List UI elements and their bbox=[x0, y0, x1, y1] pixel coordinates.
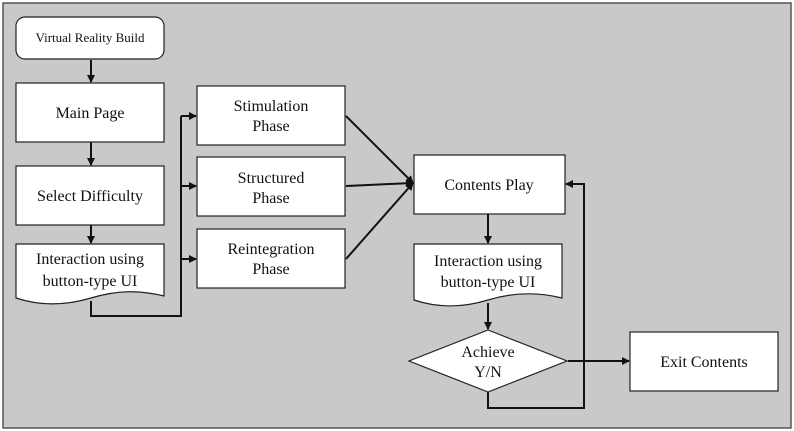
node-select-difficulty: Select Difficulty bbox=[15, 165, 165, 226]
node-exit-contents: Exit Contents bbox=[629, 331, 779, 392]
connectors bbox=[87, 60, 630, 409]
node-interaction-right-line2: button-type UI bbox=[441, 274, 536, 291]
connector-achieve-loop-back bbox=[487, 180, 585, 409]
node-virtual-reality-build: Virtual Reality Build bbox=[15, 16, 165, 60]
connector-structured-to-contents bbox=[345, 179, 414, 188]
node-interaction-right-line1: Interaction using bbox=[434, 253, 542, 270]
node-main-page: Main Page bbox=[15, 82, 165, 143]
node-select-difficulty-label: Select Difficulty bbox=[37, 188, 143, 205]
node-exit-contents-label: Exit Contents bbox=[660, 354, 748, 371]
node-structured-phase-line1: Structured bbox=[238, 170, 305, 187]
node-contents-play-label: Contents Play bbox=[444, 177, 533, 194]
node-reintegration-phase-line1: Reintegration bbox=[227, 241, 314, 258]
node-achieve-decision: Achieve Y/N bbox=[407, 329, 569, 393]
connector-interaction-to-phases bbox=[90, 116, 182, 317]
connector-reintegration-to-contents bbox=[345, 182, 414, 260]
node-stimulation-phase-line2: Phase bbox=[252, 118, 289, 135]
node-reintegration-phase: Reintegration Phase bbox=[196, 228, 346, 289]
node-structured-phase-line2: Phase bbox=[252, 190, 289, 207]
node-interaction-right: Interaction using button-type UI bbox=[413, 243, 563, 307]
node-interaction-left-line1: Interaction using bbox=[36, 251, 144, 268]
node-stimulation-phase: Stimulation Phase bbox=[196, 85, 346, 146]
node-contents-play: Contents Play bbox=[413, 154, 566, 215]
node-main-page-label: Main Page bbox=[56, 105, 125, 122]
node-stimulation-phase-line1: Stimulation bbox=[234, 98, 309, 115]
node-interaction-left-line2: button-type UI bbox=[43, 273, 138, 290]
node-achieve-line1: Achieve bbox=[461, 344, 514, 361]
connector-stimulation-to-contents bbox=[345, 115, 414, 184]
node-structured-phase: Structured Phase bbox=[196, 156, 346, 217]
node-reintegration-phase-line2: Phase bbox=[252, 261, 289, 278]
node-interaction-left: Interaction using button-type UI bbox=[15, 243, 165, 305]
node-virtual-reality-build-label: Virtual Reality Build bbox=[36, 30, 145, 45]
node-achieve-line2: Y/N bbox=[474, 364, 502, 381]
